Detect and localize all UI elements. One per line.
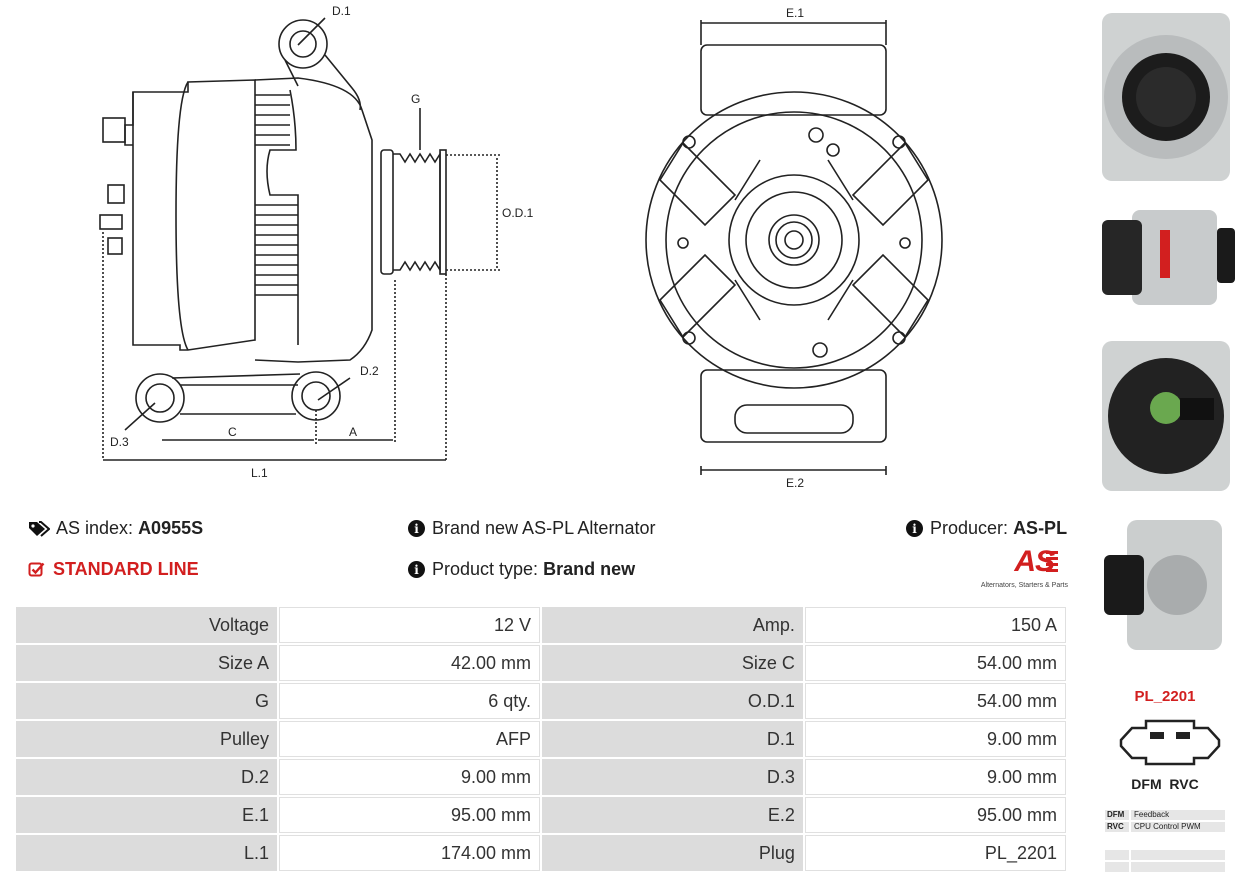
spec-value: 150 A — [804, 607, 1066, 643]
producer: i Producer: AS-PL — [906, 518, 1067, 539]
spec-value: 9.00 mm — [279, 759, 540, 795]
plug-legend-value — [1131, 862, 1225, 872]
spec-label: Size C — [541, 645, 803, 681]
label-e1: E.1 — [786, 6, 804, 20]
spec-value: AFP — [279, 721, 540, 757]
spec-value: 174.00 mm — [279, 835, 540, 871]
product-photo-angle — [1104, 520, 1222, 650]
spec-value: PL_2201 — [804, 835, 1066, 871]
label-c: C — [228, 425, 237, 439]
spec-value: 9.00 mm — [804, 759, 1066, 795]
label-a: A — [349, 425, 357, 439]
brand-logo-stripes — [1046, 551, 1058, 572]
side-view-drawing: D.1 G O.D.1 D.2 D.3 C A L.1 — [99, 4, 534, 480]
as-index-label: AS index: — [56, 518, 134, 538]
plug-connector-icon — [1119, 719, 1221, 766]
description: i Brand new AS-PL Alternator — [408, 518, 655, 539]
brand-logo-mark: AS — [1014, 545, 1055, 578]
check-square-icon — [28, 562, 45, 577]
spec-label: E.2 — [541, 797, 803, 833]
brand-logo: AS Alternators, Starters & Parts — [960, 545, 1070, 593]
product-type-value: Brand new — [543, 559, 636, 579]
product-type: i Product type: Brand new — [408, 559, 635, 580]
label-d2: D.2 — [360, 364, 379, 378]
info-icon: i — [906, 520, 923, 537]
spec-label: Plug — [541, 835, 803, 871]
spec-label: D.2 — [16, 759, 277, 795]
brand-logo-tagline: Alternators, Starters & Parts — [980, 582, 1068, 589]
tags-icon — [29, 520, 50, 537]
as-index-value: A0955S — [138, 518, 204, 538]
plug-code: PL_2201 — [1134, 688, 1196, 705]
plug-legend-key: RVC — [1105, 822, 1129, 832]
product-line-text: STANDARD LINE — [53, 559, 199, 579]
info-icon: i — [408, 561, 425, 578]
label-d3: D.3 — [110, 435, 129, 449]
spec-value: 9.00 mm — [804, 721, 1066, 757]
producer-value: AS-PL — [1013, 518, 1068, 538]
spec-label: Pulley — [16, 721, 277, 757]
plug-legend-value — [1131, 850, 1225, 860]
plug-legend-key: DFM — [1105, 810, 1129, 820]
label-d1: D.1 — [332, 4, 351, 18]
product-photo-rear — [1102, 341, 1230, 491]
spec-value: 95.00 mm — [279, 797, 540, 833]
product-photo-side — [1102, 210, 1235, 305]
description-text: Brand new AS-PL Alternator — [432, 518, 656, 538]
spec-label: Voltage — [16, 607, 277, 643]
plug-legend-key — [1105, 850, 1129, 860]
product-photo-front — [1102, 13, 1230, 181]
spec-label: Size A — [16, 645, 277, 681]
producer-label: Producer: — [930, 518, 1009, 538]
plug-legend-value: Feedback — [1131, 810, 1225, 820]
spec-label: L.1 — [16, 835, 277, 871]
spec-value: 42.00 mm — [279, 645, 540, 681]
spec-label: O.D.1 — [541, 683, 803, 719]
as-index: AS index: A0955S — [28, 518, 203, 539]
spec-value: 6 qty. — [279, 683, 540, 719]
front-view-drawing: E.1 E.2 — [645, 6, 943, 490]
spec-label: D.3 — [541, 759, 803, 795]
spec-value: 12 V — [279, 607, 540, 643]
label-od1: O.D.1 — [502, 206, 534, 220]
spec-label: D.1 — [541, 721, 803, 757]
spec-value: 54.00 mm — [804, 645, 1066, 681]
plug-pins: DFM RVC — [1131, 776, 1199, 792]
product-type-label: Product type: — [432, 559, 539, 579]
label-l1: L.1 — [251, 466, 268, 480]
plug-legend-row — [1105, 862, 1225, 872]
info-icon: i — [408, 520, 425, 537]
label-e2: E.2 — [786, 476, 804, 490]
product-line: STANDARD LINE — [28, 559, 199, 580]
plug-legend-value: CPU Control PWM — [1131, 822, 1225, 832]
spec-value: 95.00 mm — [804, 797, 1066, 833]
spec-label: G — [16, 683, 277, 719]
spec-value: 54.00 mm — [804, 683, 1066, 719]
spec-label: E.1 — [16, 797, 277, 833]
plug-legend-row — [1105, 850, 1225, 860]
label-g: G — [411, 92, 420, 106]
spec-label: Amp. — [541, 607, 803, 643]
plug-legend-key — [1105, 862, 1129, 872]
